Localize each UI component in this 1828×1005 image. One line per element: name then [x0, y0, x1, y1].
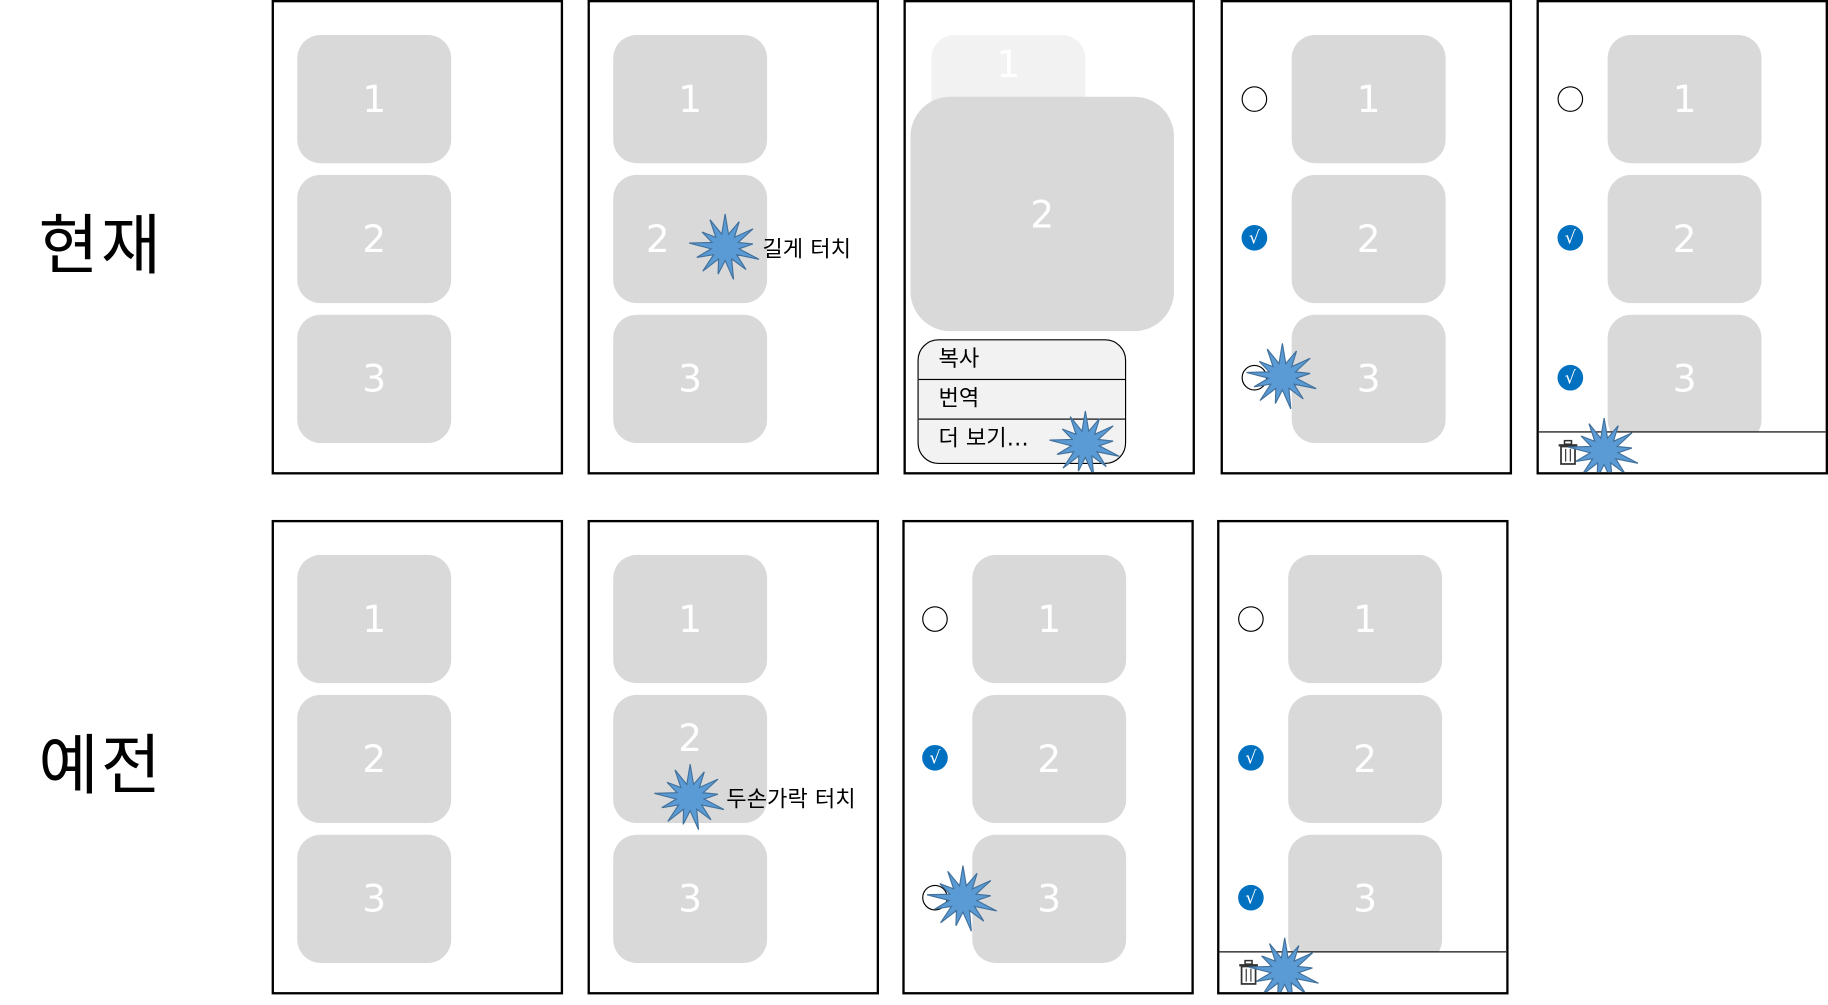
card-3[interactable]: 3	[1288, 834, 1443, 963]
phone-current-step3: 1 2 복사 번역 더 보기…	[903, 0, 1195, 475]
row-label-old: 예전	[38, 728, 164, 805]
card-2[interactable]: 2	[1607, 174, 1762, 304]
gesture-label: 길게 터치	[762, 236, 851, 263]
select-radio-3-checked[interactable]: √	[1238, 884, 1264, 911]
select-radio-1[interactable]	[922, 606, 948, 632]
select-radio-1[interactable]	[1557, 86, 1584, 112]
card-3[interactable]: 3	[297, 314, 452, 444]
card-1[interactable]: 1	[1291, 34, 1446, 164]
card-1[interactable]: 1	[297, 34, 452, 164]
touch-burst-icon	[1049, 410, 1120, 473]
trash-icon[interactable]	[1238, 959, 1259, 985]
menu-item-translate[interactable]: 번역	[918, 380, 1125, 420]
select-radio-2-checked[interactable]: √	[1241, 224, 1268, 251]
card-2[interactable]: 2	[297, 694, 452, 824]
phone-current-step1: 1 2 3	[271, 0, 564, 475]
select-radio-2-checked[interactable]: √	[922, 744, 948, 771]
trash-icon[interactable]	[1558, 439, 1579, 466]
card-1[interactable]: 1	[613, 554, 768, 684]
phone-current-step4: √ 1 2 3	[1220, 0, 1513, 475]
phone-current-step5: √ √ 1 2 3	[1536, 0, 1828, 475]
touch-burst-icon	[926, 865, 998, 932]
card-3[interactable]: 3	[972, 834, 1127, 963]
touch-burst-icon	[689, 213, 760, 280]
card-1[interactable]: 1	[1607, 34, 1762, 164]
card-1[interactable]: 1	[972, 554, 1127, 684]
gesture-label: 두손가락 터치	[726, 786, 856, 813]
touch-burst-icon	[654, 764, 725, 830]
card-2-lifted[interactable]: 2	[910, 96, 1174, 332]
card-1[interactable]: 1	[613, 34, 768, 164]
select-radio-3-checked[interactable]: √	[1557, 364, 1584, 391]
select-radio-1[interactable]	[1241, 86, 1268, 112]
touch-burst-icon	[1248, 937, 1319, 993]
phone-old-step4: √ √ 1 2 3	[1217, 519, 1509, 995]
phone-old-step3: √ 1 2 3	[902, 519, 1194, 995]
menu-item-more[interactable]: 더 보기…	[938, 425, 1029, 452]
phone-old-step1: 1 2 3	[271, 519, 564, 995]
touch-burst-icon	[1246, 343, 1317, 410]
phone-current-step2: 1 2 3 길게 터치	[587, 0, 880, 475]
card-3[interactable]: 3	[613, 834, 768, 963]
menu-item-copy[interactable]: 복사	[918, 340, 1125, 381]
select-radio-2-checked[interactable]: √	[1557, 224, 1584, 251]
select-radio-1[interactable]	[1238, 606, 1264, 632]
card-3[interactable]: 3	[613, 314, 768, 444]
card-1[interactable]: 1	[297, 554, 452, 684]
card-2[interactable]: 2	[1288, 694, 1443, 824]
card-1[interactable]: 1	[1288, 554, 1443, 684]
row-label-current: 현재	[38, 208, 164, 285]
card-2[interactable]: 2	[297, 174, 452, 304]
card-3[interactable]: 3	[1607, 314, 1762, 444]
card-2[interactable]: 2	[972, 694, 1127, 824]
card-3[interactable]: 3	[1291, 314, 1446, 444]
touch-burst-icon	[1568, 417, 1639, 473]
card-3[interactable]: 3	[297, 834, 452, 963]
select-radio-2-checked[interactable]: √	[1238, 744, 1264, 771]
card-2[interactable]: 2	[1291, 174, 1446, 304]
phone-old-step2: 1 2 3 두손가락 터치	[587, 519, 880, 995]
